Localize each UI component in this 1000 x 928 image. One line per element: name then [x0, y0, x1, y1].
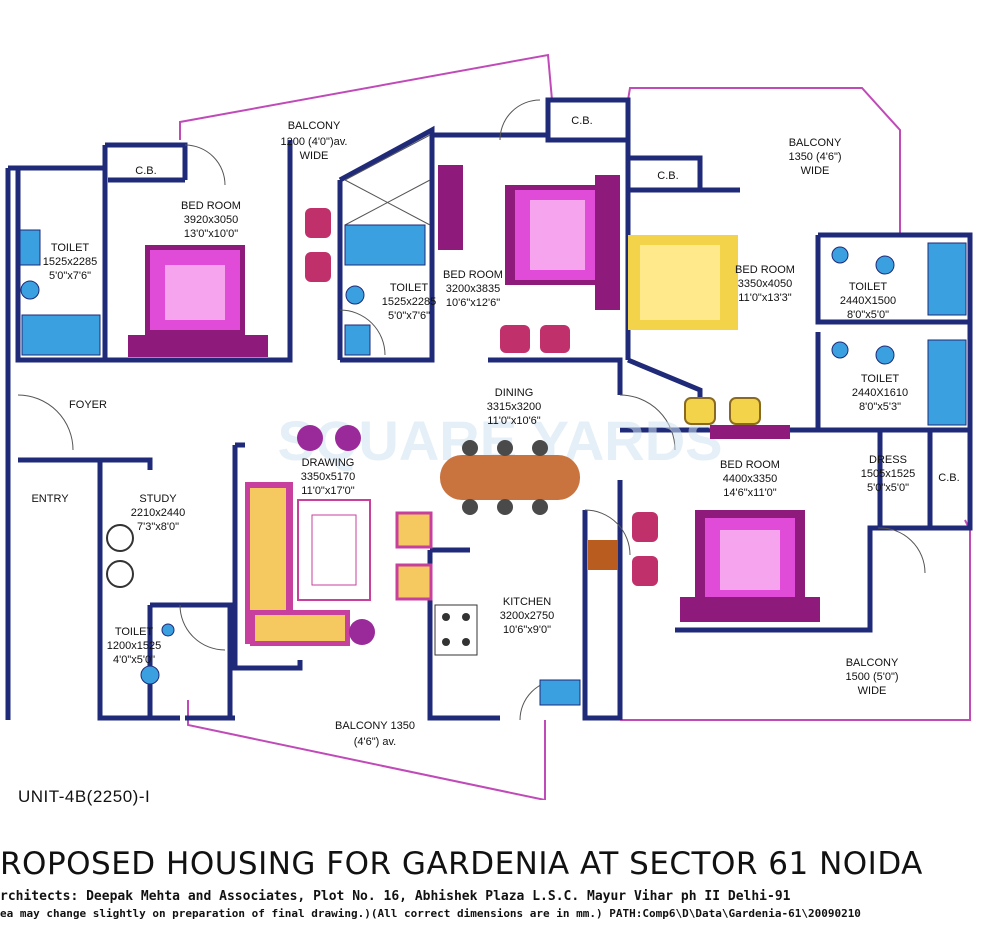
balcony-top-right-extra: WIDE	[801, 165, 830, 177]
bath-fixtures	[19, 224, 967, 706]
toilet-4-mm: 2440X1610	[852, 387, 908, 399]
toilet-3-mm: 2440X1500	[840, 295, 896, 307]
bed-room-3-mm: 3350x4050	[738, 278, 792, 290]
toilet-5-name: TOILET	[115, 626, 154, 638]
balcony-top-left-extra: WIDE	[300, 150, 329, 162]
balcony-right-size: 1500 (5'0")	[845, 671, 898, 683]
toilet-4-name: TOILET	[861, 373, 900, 385]
balcony-top-right-size: 1350 (4'6")	[788, 151, 841, 163]
drawing-furniture	[245, 425, 433, 646]
footer-title: ROPOSED HOUSING FOR GARDENIA AT SECTOR 6…	[0, 846, 923, 882]
toilet-2-mm: 1525x2285	[382, 296, 436, 308]
bed-room-2-mm: 3200x3835	[446, 283, 500, 295]
bed-4	[680, 425, 820, 622]
balcony-right-name: BALCONY	[846, 657, 899, 669]
kitchen-name: KITCHEN	[503, 596, 551, 608]
drawing-mm: 3350x5170	[301, 471, 355, 483]
floor-plan: SQUARE YARDS	[5, 53, 973, 800]
unit-label: UNIT-4B(2250)-I	[18, 787, 151, 806]
bed-1	[128, 245, 268, 357]
dining-name: DINING	[495, 387, 534, 399]
bed-room-1-name: BED ROOM	[181, 200, 241, 212]
dining-table	[440, 440, 580, 515]
cb-4-label: C.B.	[938, 472, 959, 484]
balcony-top-left-name: BALCONY	[288, 120, 341, 132]
door-swings	[17, 99, 926, 721]
bed-room-1-mm: 3920x3050	[184, 214, 238, 226]
bed-room-3-name: BED ROOM	[735, 264, 795, 276]
balcony-right-extra: WIDE	[858, 685, 887, 697]
cb-1-label: C.B.	[135, 165, 156, 177]
drawing-name: DRAWING	[302, 457, 355, 469]
bed-room-4-mm: 4400x3350	[723, 473, 777, 485]
foyer-label: FOYER	[69, 399, 107, 411]
kitchen-mm: 3200x2750	[500, 610, 554, 622]
toilet-5-ft: 4'0"x5'0"	[113, 654, 155, 666]
cb-2-label: C.B.	[571, 115, 592, 127]
room-labels: BALCONY 1200 (4'0")av. WIDE C.B. BED ROO…	[31, 115, 959, 748]
bed-room-2-name: BED ROOM	[443, 269, 503, 281]
bed-room-2-ft: 10'6"x12'6"	[446, 297, 500, 309]
dress-name: DRESS	[869, 454, 907, 466]
toilet-4-ft: 8'0"x5'3"	[859, 401, 901, 413]
walls	[5, 97, 973, 721]
bed-room-1-ft: 13'0"x10'0"	[184, 228, 238, 240]
entry-label: ENTRY	[31, 493, 69, 505]
balcony-top-left-size: 1200 (4'0")av.	[281, 136, 348, 148]
balcony-bottom-size: (4'6") av.	[354, 736, 396, 748]
toilet-3-name: TOILET	[849, 281, 888, 293]
balcony-bottom-name: BALCONY 1350	[335, 720, 415, 732]
study-ft: 7'3"x8'0"	[137, 521, 179, 533]
kitchen-ft: 10'6"x9'0"	[503, 624, 551, 636]
study-mm: 2210x2440	[131, 507, 185, 519]
dress-ft: 5'0"x5'0"	[867, 482, 909, 494]
toilet-1-ft: 5'0"x7'6"	[49, 270, 91, 282]
bed-room-4-ft: 14'6"x11'0"	[723, 487, 776, 499]
chairs	[305, 208, 658, 586]
toilet-1-mm: 1525x2285	[43, 256, 97, 268]
toilet-2-ft: 5'0"x7'6"	[388, 310, 430, 322]
drawing-ft: 11'0"x17'0"	[301, 485, 354, 497]
dining-ft: 11'0"x10'6"	[487, 415, 540, 427]
footer-architects: rchitects: Deepak Mehta and Associates, …	[0, 889, 791, 904]
bed-room-3-ft: 11'0"x13'3"	[738, 292, 791, 304]
yellow-chairs	[684, 397, 761, 425]
toilet-5-mm: 1200x1525	[107, 640, 161, 652]
dining-mm: 3315x3200	[487, 401, 541, 413]
bed-room-4-name: BED ROOM	[720, 459, 780, 471]
study-name: STUDY	[139, 493, 177, 505]
cb-3-label: C.B.	[657, 170, 678, 182]
study-kitchen-fixtures	[106, 524, 618, 656]
balcony-top-right-name: BALCONY	[789, 137, 842, 149]
toilet-3-ft: 8'0"x5'0"	[847, 309, 889, 321]
toilet-2-name: TOILET	[390, 282, 429, 294]
footer-note: ea may change slightly on preparation of…	[0, 907, 861, 920]
toilet-1-name: TOILET	[51, 242, 90, 254]
bed-3	[628, 235, 738, 330]
bed-2	[438, 165, 620, 310]
dress-mm: 1505x1525	[861, 468, 915, 480]
